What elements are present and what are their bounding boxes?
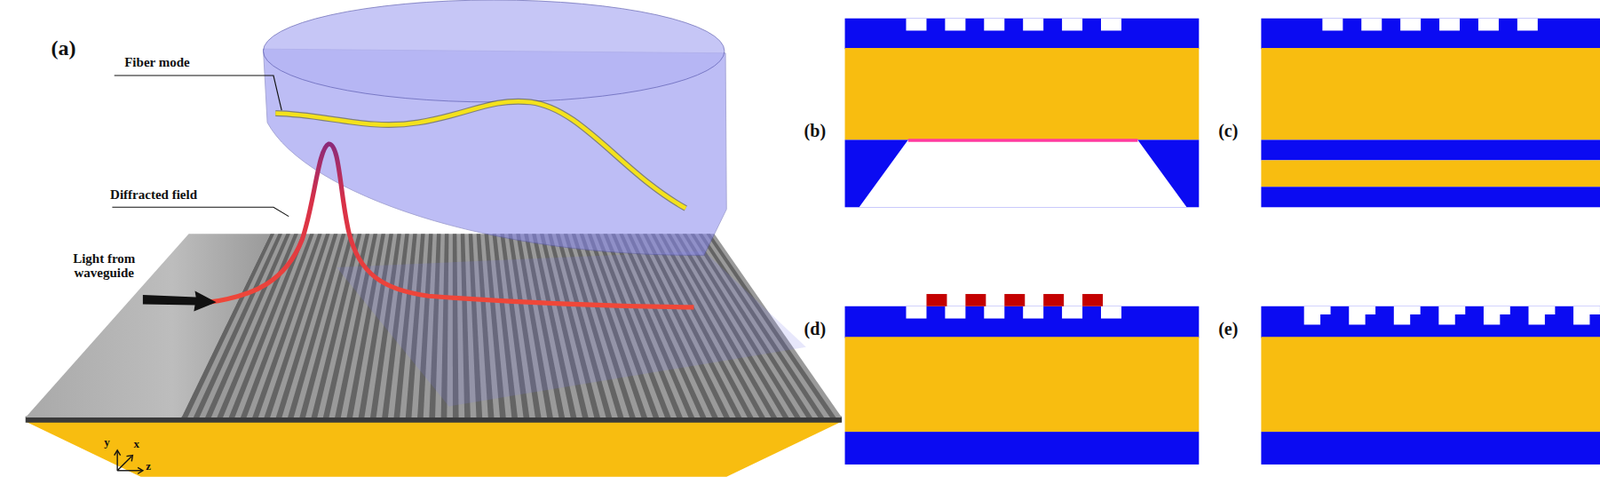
panel-label: (c) xyxy=(1218,120,1238,141)
silicon-layer xyxy=(1260,47,1600,140)
axis-label: y xyxy=(103,435,111,449)
grating-notch xyxy=(1394,306,1421,325)
panel-label: (b) xyxy=(804,120,826,141)
axis-y xyxy=(116,451,118,471)
oxide-layer xyxy=(1260,139,1600,160)
fiber-shadow xyxy=(336,251,807,407)
leader-line xyxy=(114,75,282,111)
axis-z xyxy=(117,469,143,471)
panel-e xyxy=(1260,306,1600,465)
grating-stripes xyxy=(182,233,837,418)
axis-head xyxy=(114,450,121,456)
axis-head xyxy=(137,467,143,474)
panel-label: (d) xyxy=(804,318,826,339)
grating-notch xyxy=(983,306,1005,319)
box-layer xyxy=(845,431,1200,465)
grating-region xyxy=(182,233,843,418)
grating-notch xyxy=(1100,306,1122,319)
box-layer xyxy=(845,139,1200,207)
panel-c xyxy=(1260,18,1600,208)
grating-notch xyxy=(944,306,966,319)
grating-notch xyxy=(1439,18,1460,32)
axis-head xyxy=(126,455,134,462)
silicon-reflector xyxy=(1260,159,1600,187)
panel-d xyxy=(845,293,1200,465)
diffracted-field xyxy=(209,143,695,308)
box-layer xyxy=(1260,431,1600,465)
grating-notch xyxy=(1573,306,1600,325)
grating-notch xyxy=(1483,306,1511,325)
grating-notch xyxy=(944,18,966,32)
grating-notch xyxy=(1348,306,1376,325)
grating-notches xyxy=(905,306,1121,319)
grating-notch xyxy=(1061,18,1083,32)
overlay-block xyxy=(1043,293,1064,307)
axis-label: x xyxy=(134,437,141,451)
grating-notch xyxy=(1061,306,1083,319)
grating-notches xyxy=(1322,18,1537,32)
input-arrow xyxy=(142,291,217,312)
grating-notch xyxy=(1022,306,1044,319)
grating-notch xyxy=(1478,18,1499,32)
cladding-top xyxy=(1260,18,1600,49)
grating-notch xyxy=(1517,18,1538,32)
grating-notch xyxy=(1100,18,1122,32)
cladding-top xyxy=(845,18,1200,49)
grating-notch xyxy=(1400,18,1421,32)
silicon-layer xyxy=(845,47,1200,140)
axis-label: z xyxy=(145,459,151,473)
grating-notch xyxy=(1304,306,1331,325)
grating-notch xyxy=(905,306,927,319)
overlay-block xyxy=(965,293,986,307)
panel-b xyxy=(845,18,1200,208)
metal-mirror xyxy=(908,138,1139,142)
grating-notch xyxy=(983,18,1005,32)
grating-notch xyxy=(1361,18,1382,32)
grating-notch xyxy=(1022,18,1044,32)
overlay-block xyxy=(1004,293,1025,307)
grating-notches xyxy=(1304,306,1600,325)
axis-x xyxy=(117,456,132,471)
silicon-layer xyxy=(845,336,1200,432)
substrate-cavity xyxy=(859,139,1188,207)
panel-label: (e) xyxy=(1218,318,1238,339)
callout-label: Diffracted field xyxy=(110,187,198,203)
overlay-block xyxy=(926,293,947,307)
cladding-top xyxy=(1260,306,1600,339)
grating-notch xyxy=(1322,18,1343,32)
silicon-layer xyxy=(1260,336,1600,432)
cladding-top xyxy=(845,306,1200,339)
grating-notch xyxy=(1528,306,1556,325)
substrate xyxy=(25,421,842,477)
fiber-top xyxy=(262,0,724,103)
leader-line xyxy=(111,206,289,216)
input-label: Light from waveguide xyxy=(53,251,156,281)
grating-notch xyxy=(905,18,927,32)
callout-label: Fiber mode xyxy=(124,55,190,71)
axes xyxy=(114,450,143,474)
overlay-block xyxy=(1082,293,1103,307)
grating-notches xyxy=(905,18,1121,32)
panel-label: (a) xyxy=(50,36,76,60)
box-layer xyxy=(1260,186,1600,207)
scaled-art xyxy=(25,0,1600,477)
overlay-blocks xyxy=(926,293,1103,307)
grating-notch xyxy=(1438,306,1466,325)
